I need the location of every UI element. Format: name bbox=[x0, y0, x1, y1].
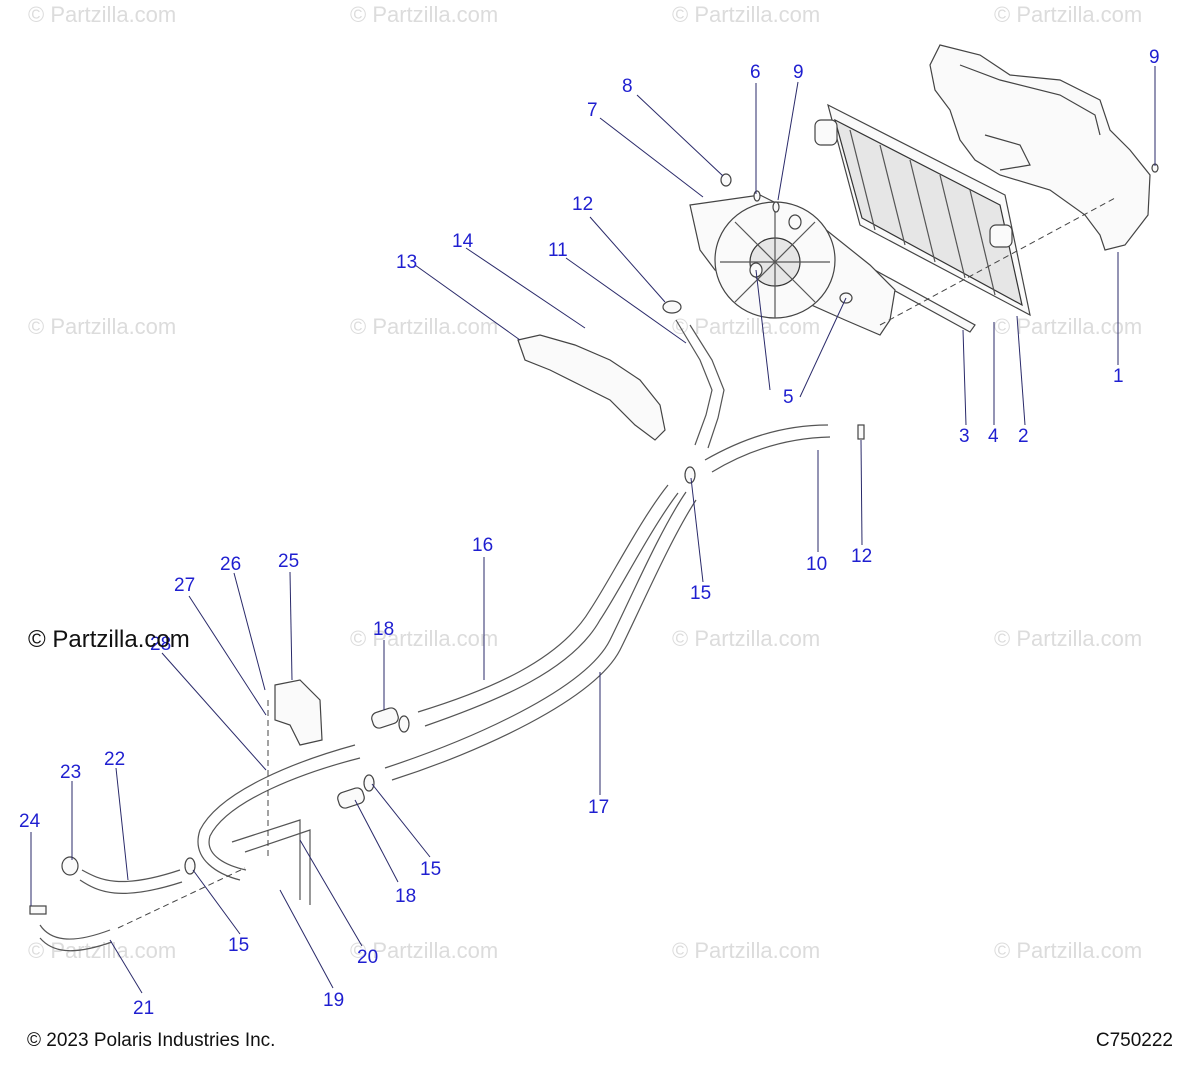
watermark: © Partzilla.com bbox=[350, 938, 498, 963]
callout-27: 27 bbox=[174, 575, 195, 596]
watermark-grid: © Partzilla.com © Partzilla.com © Partzi… bbox=[28, 2, 1142, 963]
callout-12: 12 bbox=[851, 546, 872, 567]
callout-10: 10 bbox=[806, 554, 827, 575]
couplers bbox=[184, 466, 696, 875]
part-shroud bbox=[929, 44, 1151, 251]
callout-28: 28 bbox=[150, 634, 171, 655]
watermark: © Partzilla.com bbox=[350, 626, 498, 651]
callout-4: 4 bbox=[988, 426, 999, 447]
watermark: © Partzilla.com bbox=[28, 314, 176, 339]
watermark: © Partzilla.com bbox=[350, 2, 498, 27]
part-bracket bbox=[274, 679, 323, 746]
part-hose-17 bbox=[384, 491, 697, 781]
callout-16: 16 bbox=[472, 535, 493, 556]
callout-23: 23 bbox=[60, 762, 81, 783]
callout-2: 2 bbox=[1018, 426, 1029, 447]
callout-22: 22 bbox=[104, 749, 125, 770]
callout-9: 9 bbox=[1149, 47, 1160, 68]
watermark: © Partzilla.com bbox=[28, 2, 176, 27]
assembly-line bbox=[879, 197, 1116, 326]
callout-9: 9 bbox=[793, 62, 804, 83]
watermark: © Partzilla.com bbox=[994, 2, 1142, 27]
callout-1: 1 bbox=[1113, 366, 1124, 387]
callout-labels: 1 2 3 4 5 6 7 8 9 9 10 11 12 12 13 14 15… bbox=[19, 47, 1160, 1019]
watermark: © Partzilla.com bbox=[672, 626, 820, 651]
callout-26: 26 bbox=[220, 554, 241, 575]
callout-15: 15 bbox=[690, 583, 711, 604]
callout-3: 3 bbox=[959, 426, 970, 447]
part-splash-guard bbox=[517, 334, 666, 441]
callout-15: 15 bbox=[420, 859, 441, 880]
watermark: © Partzilla.com bbox=[28, 938, 176, 963]
callout-12: 12 bbox=[572, 194, 593, 215]
callout-8: 8 bbox=[622, 76, 633, 97]
part-hose-upper bbox=[675, 319, 725, 449]
callout-19: 19 bbox=[323, 990, 344, 1011]
watermark: © Partzilla.com bbox=[994, 314, 1142, 339]
callout-11: 11 bbox=[548, 240, 568, 261]
watermark: © Partzilla.com bbox=[672, 314, 820, 339]
callout-18: 18 bbox=[395, 886, 416, 907]
watermark: © Partzilla.com bbox=[994, 626, 1142, 651]
part-hose-22 bbox=[79, 869, 183, 894]
callout-25: 25 bbox=[278, 551, 299, 572]
part-fitting-24 bbox=[29, 905, 47, 915]
callout-13: 13 bbox=[396, 252, 417, 273]
copyright-text: © 2023 Polaris Industries Inc. bbox=[27, 1030, 276, 1051]
part-radiator bbox=[814, 103, 1031, 317]
small-hardware bbox=[662, 163, 1159, 440]
callout-5: 5 bbox=[783, 387, 794, 408]
part-hose-16 bbox=[417, 484, 679, 727]
part-hose-21 bbox=[39, 924, 113, 952]
leader-lines bbox=[30, 66, 1156, 994]
watermark: © Partzilla.com bbox=[672, 2, 820, 27]
callout-6: 6 bbox=[750, 62, 761, 83]
callout-20: 20 bbox=[357, 947, 378, 968]
callout-21: 21 bbox=[133, 998, 154, 1019]
diagram-code: C750222 bbox=[1095, 1030, 1173, 1051]
part-hose-19 bbox=[231, 819, 311, 905]
callout-15: 15 bbox=[228, 935, 249, 956]
part-clamp-23 bbox=[61, 856, 79, 876]
callout-17: 17 bbox=[588, 797, 609, 818]
main-watermark: © Partzilla.com bbox=[28, 626, 190, 653]
callout-18: 18 bbox=[373, 619, 394, 640]
watermark: © Partzilla.com bbox=[672, 938, 820, 963]
watermark: © Partzilla.com bbox=[994, 938, 1142, 963]
part-hose-radiator bbox=[704, 424, 831, 473]
watermark: © Partzilla.com bbox=[350, 314, 498, 339]
assembly-line bbox=[117, 867, 246, 929]
part-hose-20 bbox=[197, 744, 361, 881]
callout-24: 24 bbox=[19, 811, 41, 832]
callout-7: 7 bbox=[587, 100, 598, 121]
callout-14: 14 bbox=[452, 231, 474, 252]
